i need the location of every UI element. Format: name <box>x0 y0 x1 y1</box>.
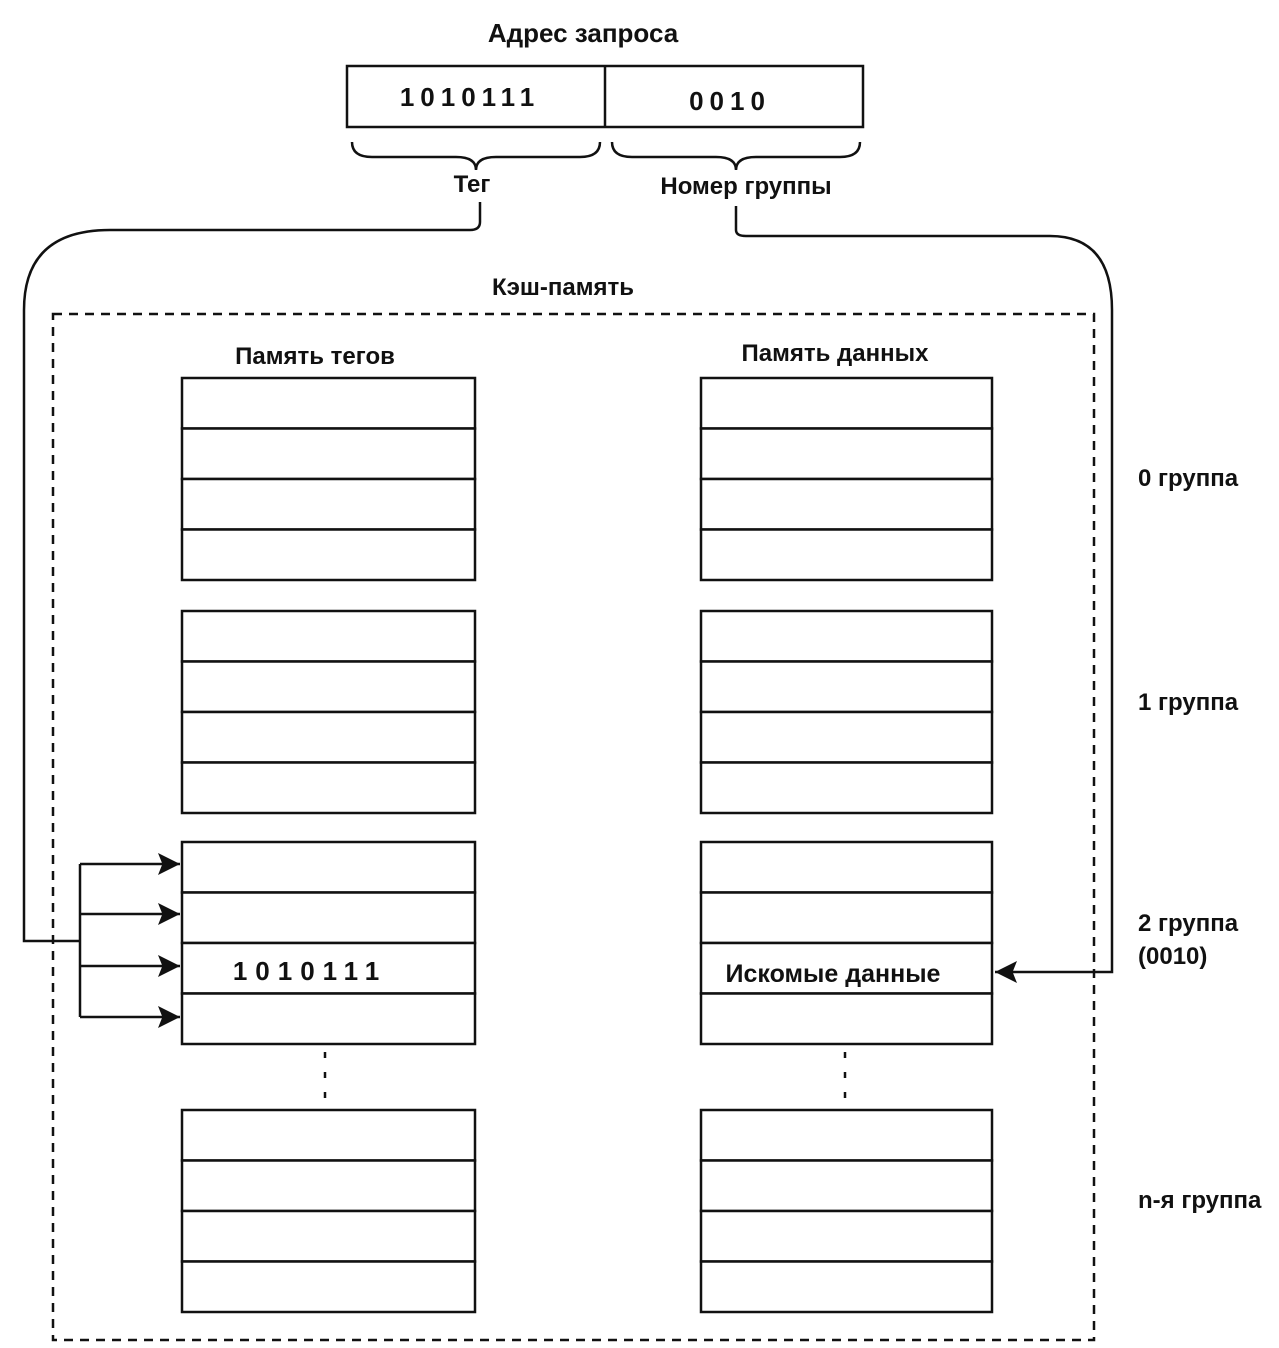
tag-memory-line <box>180 710 477 764</box>
address-register: 1010111 0010 <box>345 64 865 129</box>
tag-memory-line <box>180 660 477 714</box>
tag-memory-line <box>180 1209 477 1263</box>
tag-memory-line <box>180 1260 477 1314</box>
tag-memory-line <box>180 609 477 663</box>
data-memory-line <box>699 761 994 815</box>
tag-brace <box>350 141 602 171</box>
tag-bits-field: 1010111 <box>400 82 540 112</box>
cache-title: Кэш-память <box>492 274 634 301</box>
data-memory-line <box>699 376 994 430</box>
data-memory-line <box>699 840 994 894</box>
tag-memory-line <box>180 840 477 894</box>
tag-memory-title: Память тегов <box>235 343 395 370</box>
tag-memory-line <box>180 761 477 815</box>
data-memory-line <box>699 1159 994 1213</box>
tag-memory <box>180 376 477 1314</box>
tag-memory-line <box>180 376 477 430</box>
group-bits-field: 0010 <box>689 86 771 116</box>
tag-label: Тег <box>454 171 491 198</box>
data-memory-group-2 <box>699 840 994 1046</box>
data-memory-group-1 <box>699 609 994 815</box>
data-memory-group-0 <box>699 376 994 582</box>
group-label-2: 2 группа <box>1138 910 1239 937</box>
tag-memory-line <box>180 528 477 582</box>
tag-memory-group-3 <box>180 1108 477 1314</box>
group-label-0: 0 группа <box>1138 465 1239 492</box>
data-memory-line <box>699 1260 994 1314</box>
tag-memory-group-2 <box>180 840 477 1046</box>
data-memory-line <box>699 891 994 945</box>
tag-memory-group-0 <box>180 376 477 582</box>
group-label-1: 1 группа <box>1138 689 1239 716</box>
data-memory <box>699 376 994 1314</box>
data-memory-line <box>699 609 994 663</box>
tag-memory-line <box>180 1108 477 1162</box>
cache-boundary <box>51 312 1096 1342</box>
found-data-label: Искомые данные <box>726 960 941 988</box>
address-title: Адрес запроса <box>488 18 679 48</box>
group-label-n: n-я группа <box>1138 1187 1262 1214</box>
group-route-line <box>734 206 1114 983</box>
data-memory-line <box>699 660 994 714</box>
tag-memory-line <box>180 1159 477 1213</box>
tag-memory-line <box>180 427 477 481</box>
tag-memory-line <box>180 477 477 531</box>
data-memory-group-3 <box>699 1108 994 1314</box>
tag-route-line <box>22 202 482 943</box>
group-label-2-code: (0010) <box>1138 943 1207 970</box>
data-memory-line <box>699 477 994 531</box>
data-memory-line <box>699 528 994 582</box>
tag-memory-group-1 <box>180 609 477 815</box>
tag-memory-line <box>180 891 477 945</box>
data-memory-line <box>699 992 994 1046</box>
matched-tag-value: 1010111 <box>233 956 387 986</box>
data-memory-line <box>699 427 994 481</box>
data-memory-line <box>699 710 994 764</box>
group-brace <box>610 141 862 171</box>
data-memory-line <box>699 1209 994 1263</box>
tag-memory-line <box>180 992 477 1046</box>
group-number-label: Номер группы <box>660 173 831 200</box>
data-memory-line <box>699 1108 994 1162</box>
data-memory-title: Память данных <box>742 340 930 367</box>
